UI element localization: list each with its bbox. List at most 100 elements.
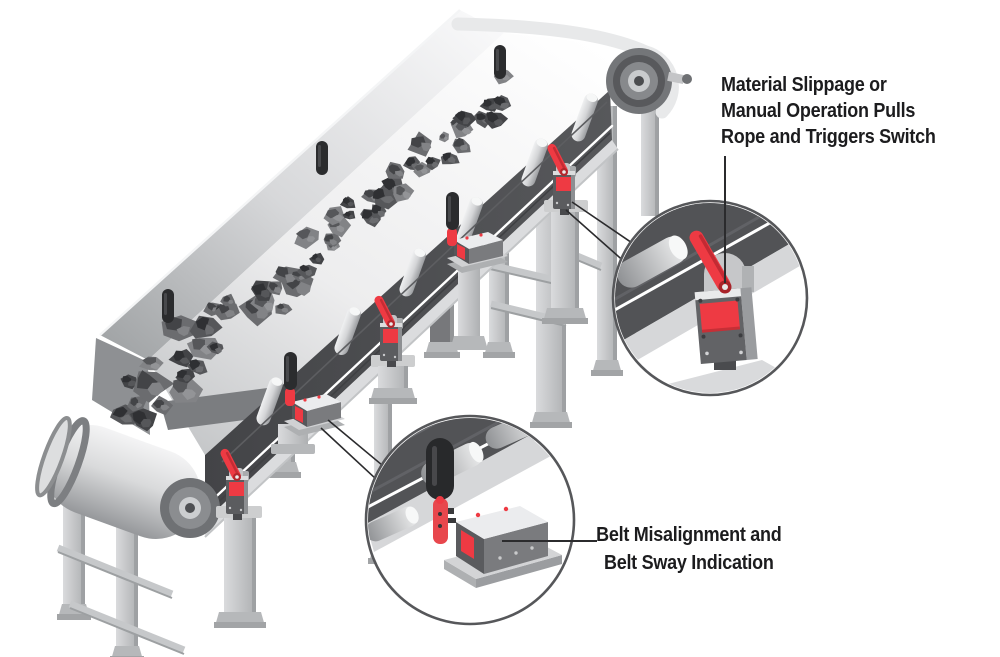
rock [306,236,316,242]
annotation-line: Belt Misalignment and [596,524,782,546]
red-panel-magnified [699,300,740,332]
sway-roller-magnified [426,438,454,500]
rock [483,99,492,107]
switch-lever [374,295,395,328]
red-panel [229,482,244,496]
pull-rope-annotation: Material Slippage or Manual Operation Pu… [721,72,936,150]
rock [372,188,386,200]
pull-rope-switch-2 [374,295,403,367]
pull-rope-switch-1 [220,448,249,520]
rock [444,136,448,141]
belt-sway-switch-magnified [426,438,562,588]
rock [305,269,313,276]
idler-roller [521,138,548,187]
red-panel [383,329,398,343]
rock [192,338,205,350]
callout-circle-belt-sway [364,414,576,626]
rock [223,295,231,302]
rock [342,197,350,205]
rock [363,189,376,198]
switch-pedestal [369,355,417,404]
sway-arm [447,228,457,246]
rock [176,326,190,337]
rock [347,201,354,207]
switch-pedestal [214,506,266,628]
idler-roller [256,377,283,426]
rock [182,389,196,400]
rock [344,211,351,217]
rock [442,152,451,162]
rock [425,156,436,164]
rock [122,375,132,383]
switch-lever [220,448,241,481]
rock [377,210,385,218]
rock [219,304,230,314]
material-rocks [110,67,514,432]
rock [349,214,354,219]
rock [260,289,270,298]
sway-roller [284,352,297,390]
rock [476,113,486,121]
rock [140,418,152,428]
rock [224,309,236,318]
rock [189,359,201,371]
pull-rope-switch-3 [547,143,576,215]
rock [150,362,160,370]
switch-pedestal [458,266,480,338]
rock [332,214,344,222]
rock [112,406,128,418]
rock [486,111,499,123]
sway-arm [285,388,295,406]
rock [195,366,204,373]
rock [336,225,345,233]
annotation-line: Belt Sway Indication [603,552,774,574]
rock [394,170,404,177]
rock [214,347,222,354]
head-pulley [451,17,692,119]
red-panel [556,177,571,191]
safety-switches [220,143,576,520]
rock [463,117,471,125]
cross-brace [68,600,186,654]
sway-roller [446,192,459,230]
rock [329,239,337,246]
rock [315,257,321,263]
belt-sway-switch-1 [284,352,345,436]
rock [120,414,132,423]
annotation-line: Material Slippage or [721,74,887,96]
rock [461,127,472,135]
rock [448,156,456,163]
rock [127,380,136,387]
rock [361,209,373,219]
rock [182,374,191,382]
callout-content-pull-rope [615,203,805,393]
rock [459,144,468,151]
callout-pull-rope-switch [611,199,809,397]
rock [263,302,274,311]
pull-rope [205,124,614,507]
rock [493,119,504,127]
sway-roller-icon [162,289,174,323]
rock [228,299,234,304]
rock [136,402,143,409]
rock [388,164,401,175]
rock [402,191,411,200]
tail-pulley [35,416,220,539]
support-leg [641,104,659,216]
idler-roller [399,248,426,297]
rock [420,168,428,174]
conveyor-assembly [35,9,692,539]
rock [205,324,215,335]
annotation-line: Manual Operation Pulls [721,100,916,122]
rock [369,216,379,224]
callout-circle-pull-rope [611,199,809,397]
sway-roller-icon [316,141,328,175]
sway-roller-icon [494,45,506,79]
belt-magnified [615,203,805,356]
idler-roller [334,307,361,355]
trough-far-wall [100,10,504,360]
leader-lines [502,156,726,542]
rock [299,264,310,273]
